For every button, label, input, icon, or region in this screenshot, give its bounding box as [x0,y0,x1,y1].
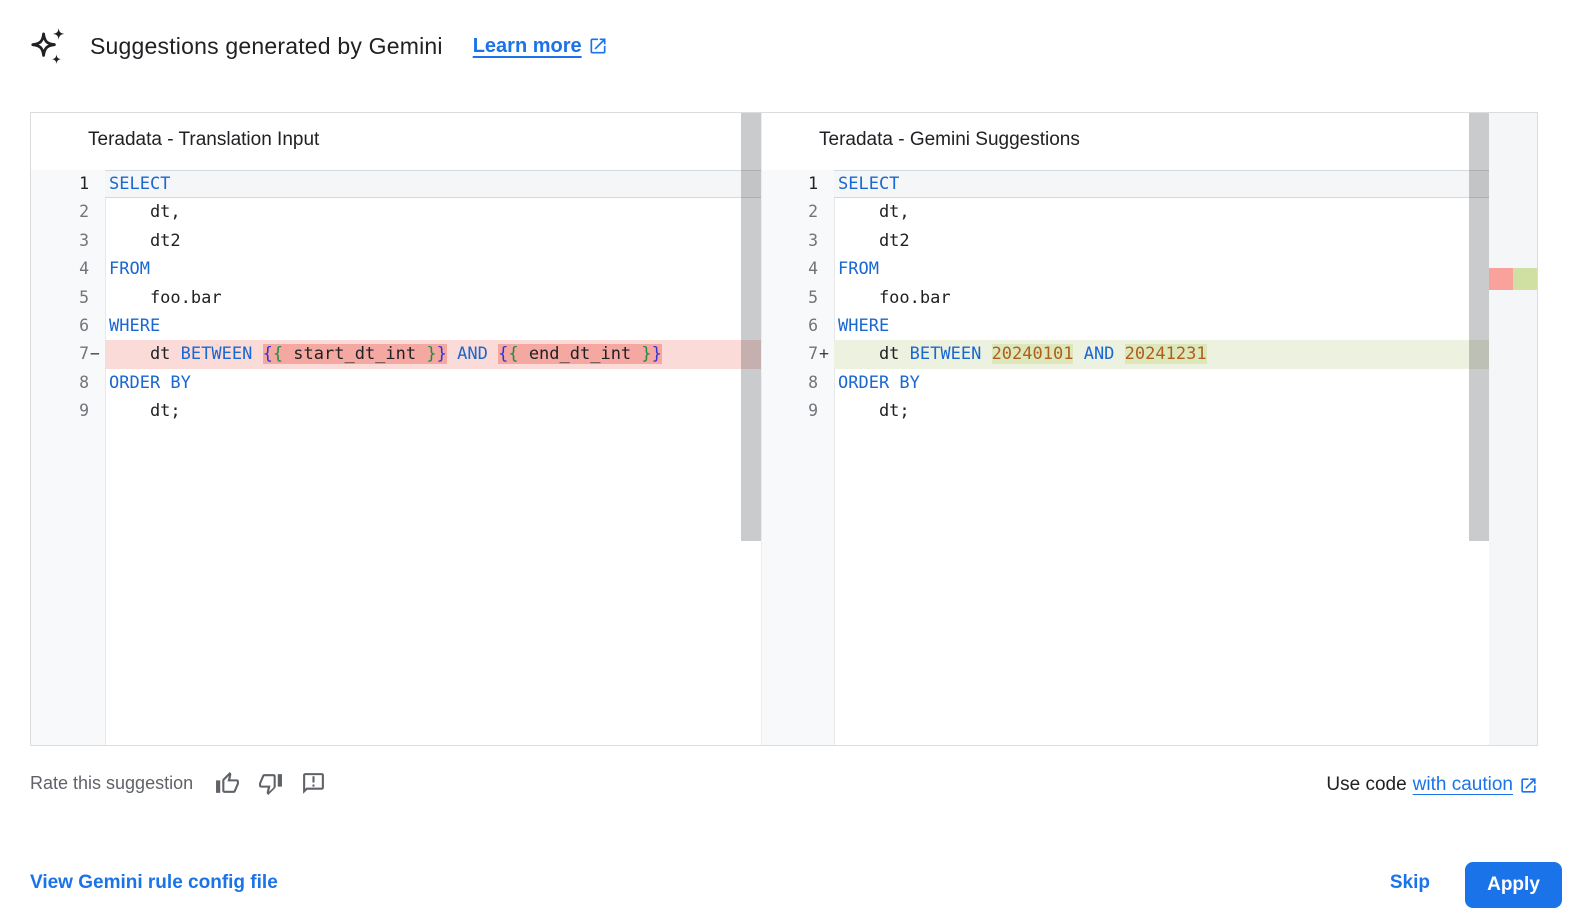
line-number: 7+ [808,344,829,364]
suggestions-header: Suggestions generated by Gemini Learn mo… [30,26,608,66]
external-link-icon [1521,777,1536,793]
use-code-notice: Use code with caution [1326,774,1538,796]
line-number: 5 [808,287,818,307]
code-line[interactable]: SELECT [834,170,1489,199]
diff-chunk: 20241231 [1124,344,1207,365]
apply-button[interactable]: Apply [1465,862,1562,908]
code-line[interactable]: foo.bar [109,287,222,308]
feedback-icon [303,773,325,794]
gemini-suggestions-panel: Teradata - Gemini Suggestions 1 2 3 4 5 6 7+ 8 9… [761,113,1537,745]
skip-button[interactable]: Skip [1389,872,1430,893]
code-line[interactable]: dt; [109,401,181,422]
code-line[interactable]: WHERE [109,315,161,336]
vertical-scrollbar[interactable] [741,113,761,745]
code-line[interactable]: dt BETWEEN {{ start_dt_int }} AND {{ end… [105,340,761,369]
code-line[interactable]: dt; [838,401,910,422]
line-number-gutter [762,113,835,745]
scrollbar-thumb[interactable] [741,113,761,541]
diff-chunk: {{ end_dt_int }} [498,344,662,365]
code-line[interactable]: ORDER BY [838,372,920,393]
vertical-scrollbar[interactable] [1469,113,1489,745]
line-number: 3 [808,230,818,250]
external-link-icon [590,38,606,54]
line-number: 5 [79,287,89,307]
diff-chunk: 20240101 [991,344,1074,365]
with-caution-link[interactable]: with caution [1412,774,1513,795]
thumbs-down-icon [259,774,283,795]
line-number: 9 [79,401,89,421]
gemini-spark-icon [31,28,65,64]
panel-title: Teradata - Translation Input [31,113,761,170]
line-number: 6 [808,315,818,335]
gutter-lines: 1 2 3 4 5 6 7− 8 9 [31,170,105,426]
code-line[interactable]: ORDER BY [109,372,191,393]
added-diff-mark [1513,268,1537,290]
line-number: 4 [808,259,818,279]
diff-overview-ruler[interactable] [1489,113,1537,745]
code-line[interactable]: FROM [109,259,150,280]
diff-chunk: {{ start_dt_int }} [262,344,447,365]
line-number: 2 [79,202,89,222]
thumbs-up-icon [216,772,240,793]
panel-title: Teradata - Gemini Suggestions [762,113,1489,170]
gutter-lines: 1 2 3 4 5 6 7+ 8 9 [762,170,834,426]
rate-suggestion-row: Rate this suggestion [30,771,326,796]
line-number: 7− [79,344,100,364]
code-line[interactable]: WHERE [838,315,890,336]
line-number: 6 [79,315,89,335]
line-number: 4 [79,259,89,279]
code-line[interactable]: SELECT [105,170,761,199]
removed-diff-mark [1489,268,1513,290]
page-title: Suggestions generated by Gemini [90,32,443,59]
line-number: 1 [808,174,818,193]
code-line[interactable]: dt BETWEEN 20240101 AND 20241231 [834,340,1489,369]
line-number: 2 [808,202,818,222]
rate-label: Rate this suggestion [30,773,194,793]
code-line[interactable]: dt, [838,202,910,223]
scrollbar-thumb[interactable] [1469,113,1489,541]
view-rule-config-link[interactable]: View Gemini rule config file [30,872,278,893]
code-line[interactable]: foo.bar [838,287,951,308]
thumbs-up-button[interactable] [215,771,240,796]
code-line[interactable]: dt2 [109,230,181,251]
line-number-gutter [31,113,106,745]
code-line[interactable]: dt, [109,202,181,223]
line-number: 8 [79,372,89,392]
use-code-label: Use code [1326,774,1407,795]
code-line[interactable]: dt2 [838,230,910,251]
thumbs-down-button[interactable] [258,771,283,796]
line-number: 1 [79,174,89,193]
line-number: 3 [79,230,89,250]
line-number: 9 [808,401,818,421]
line-number: 8 [808,372,818,392]
code-line[interactable]: FROM [838,259,879,280]
learn-more-link[interactable]: Learn more [473,35,608,58]
feedback-button[interactable] [301,771,326,796]
